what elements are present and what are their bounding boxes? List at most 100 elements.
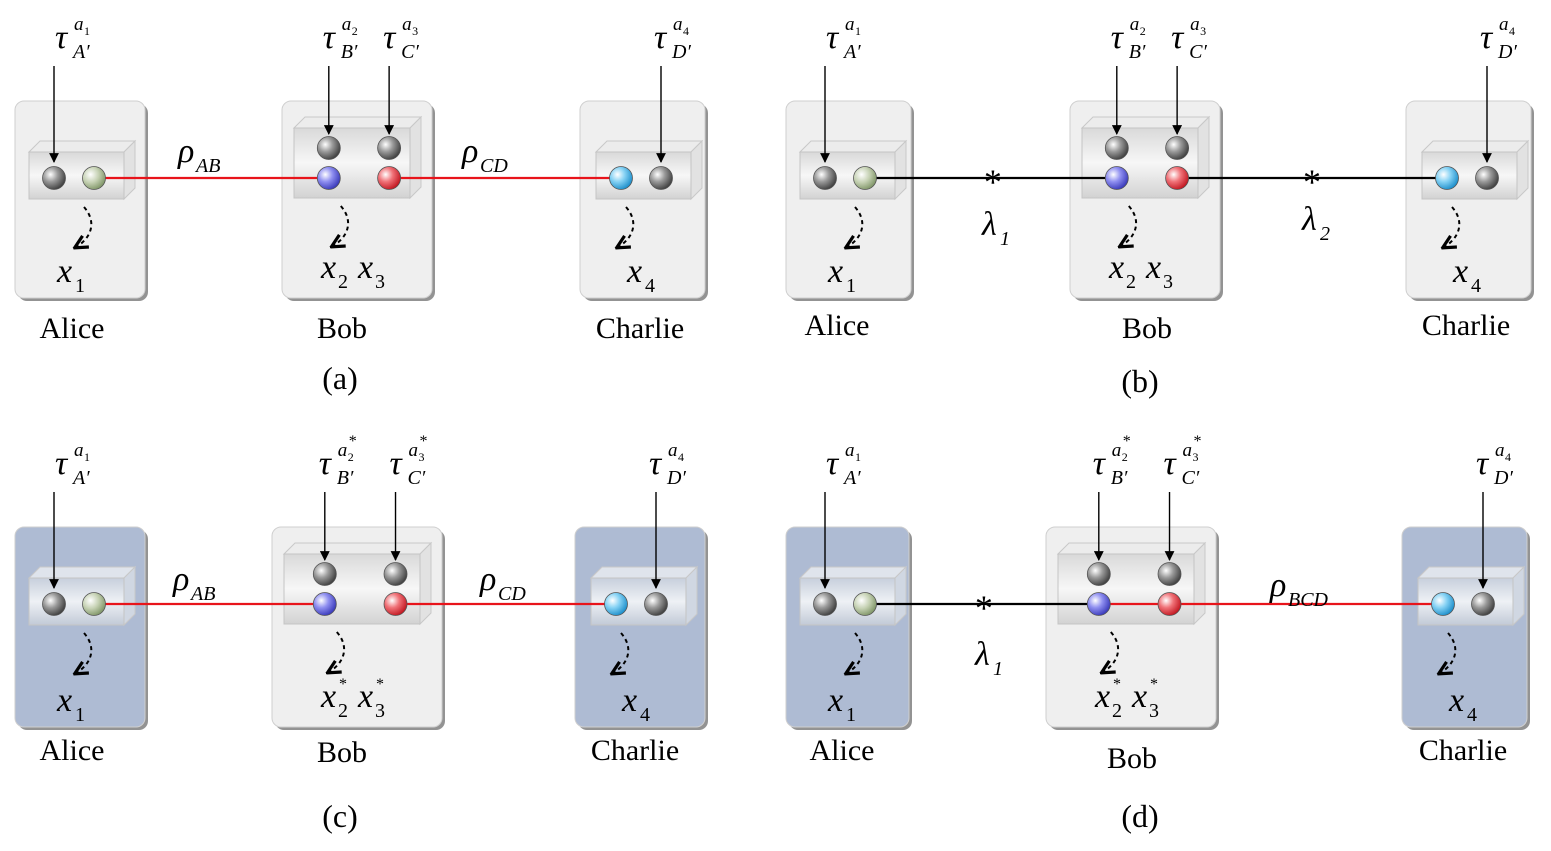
charlie-output-symbol: x — [621, 682, 637, 719]
charlie-input-sub: D′ — [666, 467, 686, 489]
alice-output-arrow — [76, 632, 93, 673]
bob-input-label-2-superscript-index: 3 — [412, 24, 418, 38]
bob-input-label-1-subscript: B′ — [1111, 467, 1128, 489]
alice-input-sup: a — [74, 14, 84, 35]
bob-input-label-1-superscript-star: * — [1123, 433, 1131, 450]
alice-device — [798, 565, 908, 627]
bob-name: Bob — [317, 736, 367, 769]
alice-output-sub: 1 — [846, 704, 856, 726]
bob-input-label-2-subscript: C′ — [1189, 41, 1207, 63]
bob-ball-blue — [1104, 166, 1129, 190]
link-label-1-subscript: AB — [189, 583, 215, 605]
charlie-input-sub: D′ — [1497, 41, 1517, 63]
bob-input-label-2-superscript: a — [1183, 440, 1193, 461]
bob-output-arrow — [333, 205, 350, 246]
charlie-input-sup: a — [668, 440, 678, 461]
alice-output-arrow — [847, 206, 864, 247]
alice-ball-2 — [853, 166, 877, 190]
panel-caption: (c) — [322, 798, 358, 834]
bob-input-label-2-superscript-index: 3 — [1200, 24, 1206, 38]
bob-output-star-2: * — [1150, 676, 1158, 693]
charlie-name: Charlie — [596, 312, 684, 345]
link-label-2-symbol: ρ — [479, 561, 496, 598]
charlie-device — [594, 139, 704, 201]
alice-input-sup-index: 1 — [855, 24, 861, 38]
bob-ball-top-1 — [1086, 562, 1111, 586]
bob-input-label-2-symbol: τ — [383, 19, 397, 56]
alice-output-symbol: x — [827, 253, 843, 290]
bob-output-star-2: * — [376, 676, 384, 693]
alice-device — [798, 139, 908, 201]
bob-input-label-1-symbol: τ — [1111, 19, 1125, 56]
bob-output-symbol-2: x — [1145, 249, 1161, 286]
charlie-name: Charlie — [1419, 734, 1507, 767]
bob-device — [292, 115, 423, 200]
charlie-input-symbol: τ — [1476, 445, 1490, 482]
bob-input-label-1-symbol: τ — [319, 445, 333, 482]
charlie-input-sup-index: 4 — [1509, 24, 1515, 38]
bob-ball-blue — [316, 166, 341, 190]
charlie-name: Charlie — [1422, 309, 1510, 342]
alice-ball-1 — [42, 592, 66, 616]
link-label-2-subscript: CD — [480, 155, 508, 177]
bob-device — [1056, 541, 1207, 626]
alice-device — [27, 565, 137, 627]
bob-ball-blue — [1086, 592, 1111, 616]
alice-input-sup-index: 1 — [855, 450, 861, 464]
alice-output-symbol: x — [827, 682, 843, 719]
charlie-output-arrow — [1440, 632, 1457, 673]
alice-input-symbol: τ — [826, 19, 840, 56]
charlie-output-sub: 4 — [1471, 275, 1481, 297]
link-label-1-symbol: λ — [981, 206, 997, 243]
bob-output-arrow — [329, 631, 346, 672]
bob-ball-red — [1165, 166, 1190, 190]
charlie-ball-1 — [609, 166, 633, 190]
bob-input-label-1-subscript: B′ — [1129, 41, 1146, 63]
bob-name: Bob — [1122, 312, 1172, 345]
bob-input-label-2-symbol: τ — [1171, 19, 1185, 56]
bob-output-sub-2: 3 — [375, 700, 385, 722]
charlie-ball-1 — [1435, 166, 1459, 190]
charlie-input-symbol: τ — [649, 445, 663, 482]
bob-input-label-2-subscript: C′ — [1182, 467, 1200, 489]
bob-ball-top-1 — [1104, 136, 1129, 160]
alice-input-symbol: τ — [55, 445, 69, 482]
bob-output-sub-1: 2 — [1112, 700, 1122, 722]
alice-output-sub: 1 — [846, 275, 856, 297]
bob-output-sub-2: 3 — [375, 271, 385, 293]
charlie-device — [1420, 139, 1530, 201]
alice-ball-2 — [82, 592, 106, 616]
panel-caption: (d) — [1121, 798, 1158, 834]
alice-ball-1 — [813, 166, 837, 190]
bob-ball-top-2 — [377, 136, 402, 160]
bob-input-label-1-superscript: a — [342, 14, 352, 35]
bob-device — [282, 541, 433, 626]
bob-input-label-1-symbol: τ — [323, 19, 337, 56]
link-label-1-subscript: AB — [194, 155, 220, 177]
alice-input-symbol: τ — [55, 19, 69, 56]
bob-output-symbol-1: x — [320, 249, 336, 286]
alice-device — [27, 139, 137, 201]
alice-input-sup: a — [845, 440, 855, 461]
alice-name: Alice — [40, 734, 105, 767]
alice-ball-2 — [853, 592, 877, 616]
charlie-device — [1416, 565, 1526, 627]
alice-input-sup-index: 1 — [84, 450, 90, 464]
